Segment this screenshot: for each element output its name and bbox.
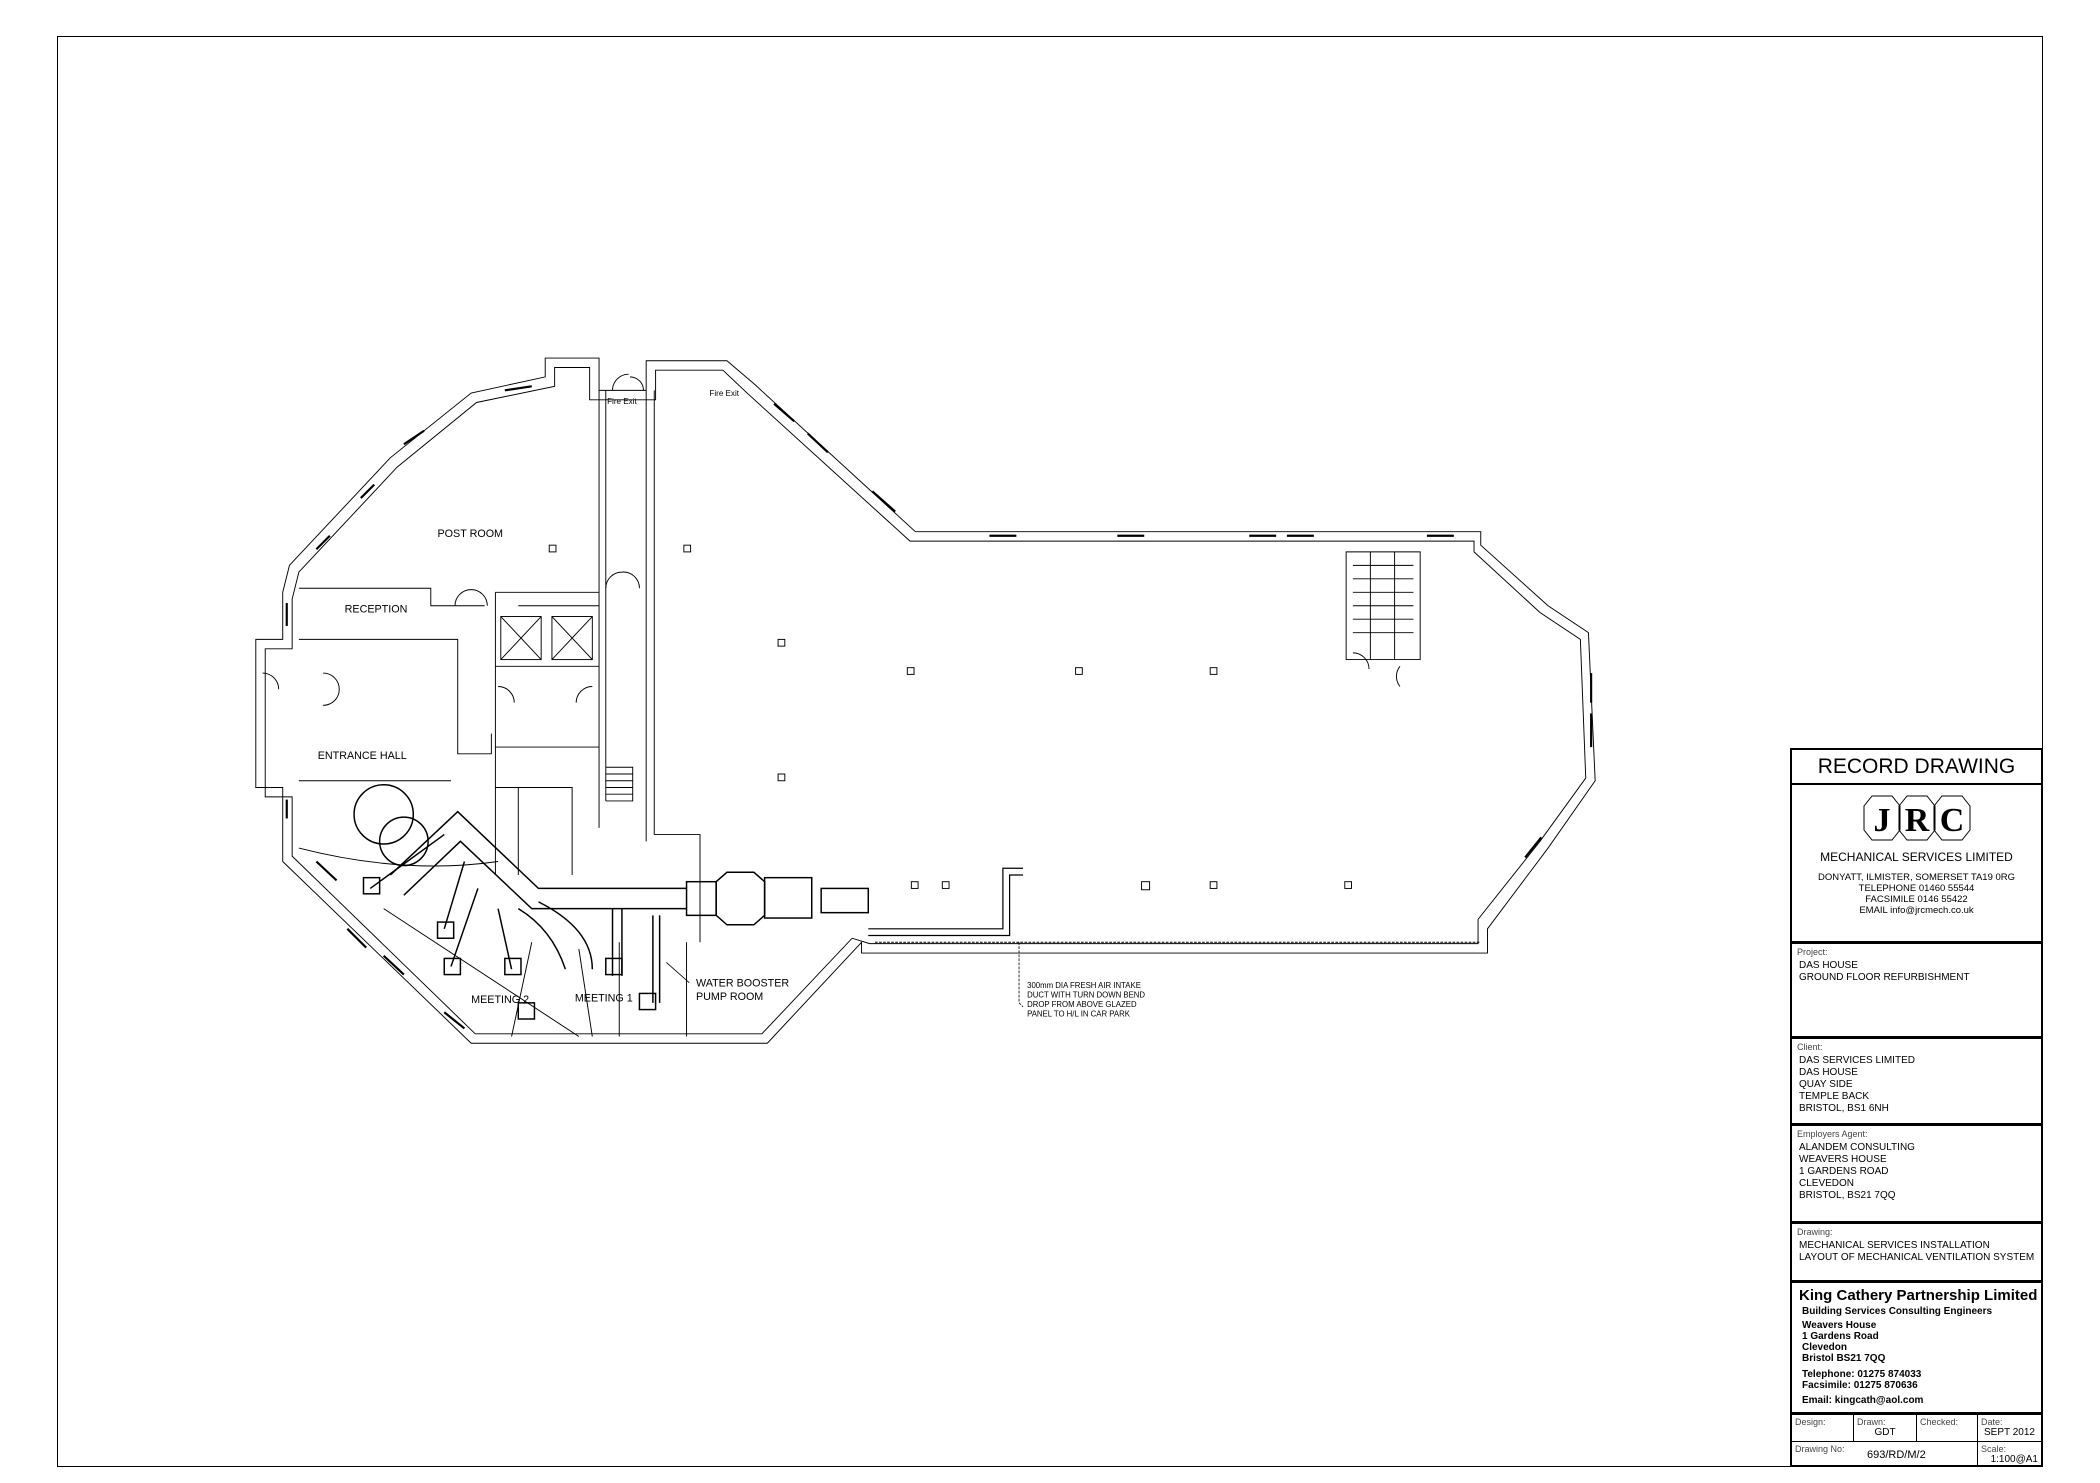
room-label-meeting-1: MEETING 1: [575, 992, 633, 1004]
consultant-section: King Cathery Partnership Limited Buildin…: [1792, 1283, 2041, 1415]
windows: [285, 385, 1593, 1030]
fresh-air-intake-note: 300mm DIA FRESH AIR INTAKE DUCT WITH TUR…: [1027, 981, 1145, 1018]
drawing-number-row: Drawing No:693/RD/M/2 Scale:1:100@A1: [1792, 1442, 2041, 1465]
drawing-title-section: Drawing: MECHANICAL SERVICES INSTALLATIO…: [1792, 1224, 2041, 1283]
room-label-pump-room-line2: PUMP ROOM: [696, 991, 763, 1003]
ventilation-ductwork: [353, 784, 1024, 1020]
room-label-reception: RECEPTION: [345, 603, 408, 615]
annotation-leader: [1018, 942, 1024, 1008]
lift-shafts: [500, 616, 593, 661]
pump-room-leader: [666, 962, 690, 983]
stair: [605, 564, 1414, 802]
columns: [548, 544, 1352, 891]
svg-text:DUCT WITH TURN DOWN BEND: DUCT WITH TURN DOWN BEND: [1027, 990, 1145, 999]
record-drawing-heading: RECORD DRAWING: [1792, 750, 2041, 785]
svg-text:C: C: [1939, 802, 1964, 839]
drawing-number: 693/RD/M/2: [1867, 1449, 1926, 1461]
contractor-name: MECHANICAL SERVICES LIMITED: [1820, 850, 2013, 864]
svg-text:J: J: [1873, 802, 1890, 839]
room-label-post-room: POST ROOM: [438, 528, 504, 540]
approval-row: Design: Drawn:GDT Checked: Date:SEPT 201…: [1792, 1415, 2041, 1442]
interior-walls: [298, 390, 1481, 1037]
doors: [262, 373, 1401, 706]
svg-text:DROP FROM ABOVE GLAZED: DROP FROM ABOVE GLAZED: [1027, 1000, 1137, 1009]
contractor-address: DONYATT, ILMISTER, SOMERSET TA19 0RG TEL…: [1817, 872, 2016, 916]
room-label-entrance-hall: ENTRANCE HALL: [318, 750, 407, 762]
building-outline: [255, 357, 1596, 1044]
room-label-meeting-2: MEETING 2: [471, 994, 529, 1006]
svg-text:R: R: [1904, 802, 1929, 839]
room-label-pump-room-line1: WATER BOOSTER: [696, 978, 789, 990]
svg-text:PANEL TO H/L IN CAR PARK: PANEL TO H/L IN CAR PARK: [1027, 1009, 1131, 1018]
svg-text:300mm DIA FRESH AIR INTAKE: 300mm DIA FRESH AIR INTAKE: [1027, 981, 1141, 990]
fire-exit-label: Fire Exit: [607, 397, 637, 406]
fire-exit-label: Fire Exit: [709, 389, 739, 398]
